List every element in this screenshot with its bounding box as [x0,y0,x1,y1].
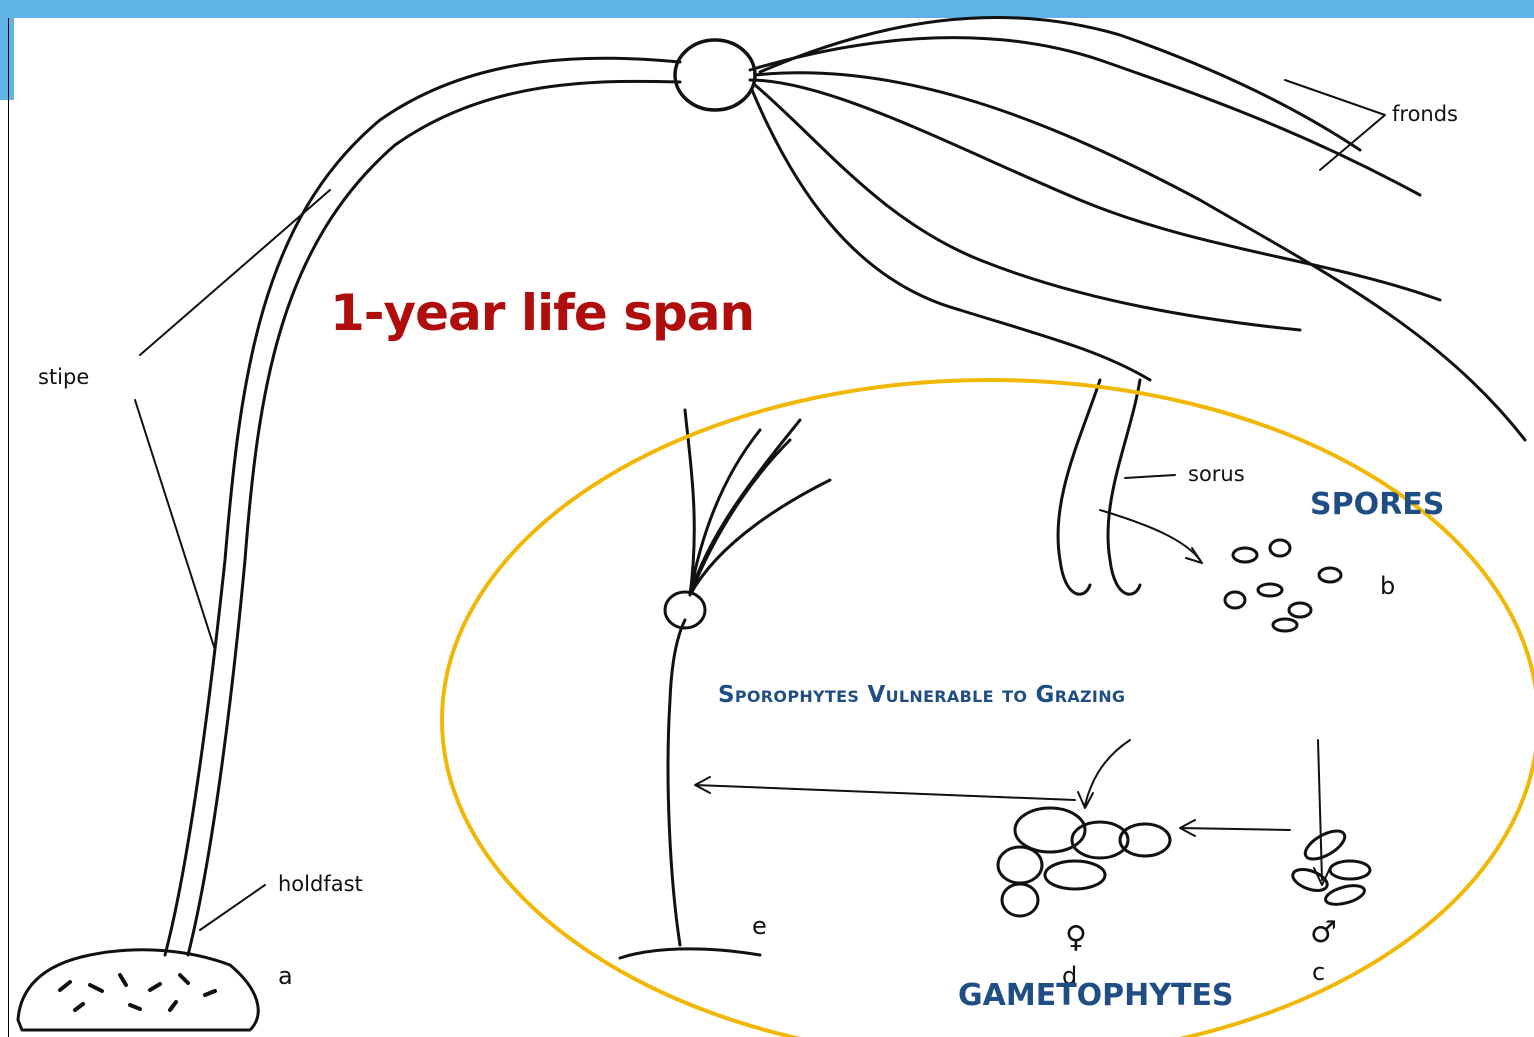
stage-letter-b: b [1380,572,1395,600]
male-gametophyte [1290,825,1370,908]
spores-annotation: SPORES [1310,487,1444,522]
sporophytes-annotation: Sporophytes Vulnerable to Grazing [718,682,1125,708]
frond [760,17,1360,150]
female-symbol: ♀ [1065,920,1087,955]
gametophytes-annotation: GAMETOPHYTES [958,978,1234,1013]
stage-letter-a: a [278,962,293,990]
stipe-outline-left [165,58,680,955]
life-cycle-ellipse [442,380,1534,1037]
sorus-label: sorus [1188,462,1245,486]
frond [755,85,1300,330]
female-gametophyte [998,808,1170,916]
frond [1058,380,1100,594]
frond [1108,380,1140,594]
holdfast-shape [18,950,258,1030]
fronds-label: fronds [1392,102,1458,126]
frond [752,90,1150,380]
pneumatocyst [675,40,755,110]
spores-cluster [1225,540,1341,631]
stipe-outline-right [188,81,680,955]
frond [750,38,1420,195]
frond [750,80,1440,300]
stage-letter-e: e [752,912,767,940]
holdfast-label: holdfast [278,872,363,896]
stage-letter-c: c [1312,958,1325,986]
male-symbol: ♂ [1310,915,1337,950]
stipe-label: stipe [38,365,89,389]
life-span-title: 1-year life span [330,284,754,342]
